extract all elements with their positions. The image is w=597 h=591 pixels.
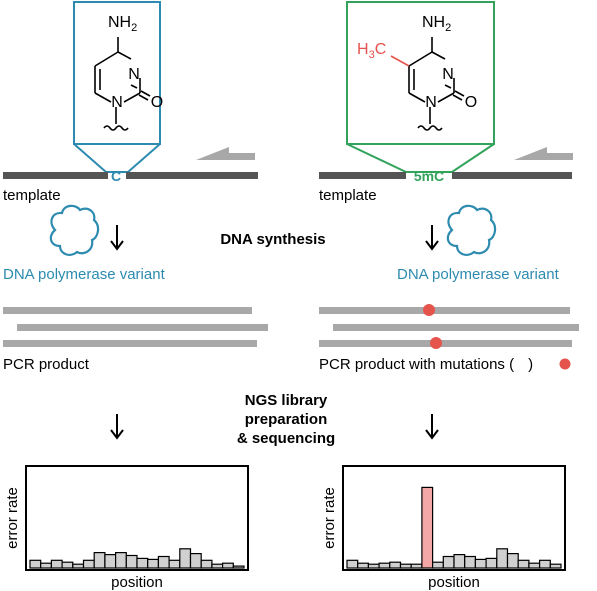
methylcytosine-structure: NH2 H3C N N O bbox=[346, 1, 495, 145]
template-strand-right bbox=[319, 172, 406, 179]
chart-xlabel-right: position bbox=[428, 574, 480, 591]
polymerase-blob-left bbox=[49, 204, 100, 256]
chart-bar-right bbox=[485, 557, 498, 569]
arrow-down-left-2 bbox=[110, 414, 124, 440]
cytosine-n1-label: N bbox=[111, 94, 123, 111]
chart-bar-right bbox=[432, 561, 444, 569]
methylcytosine-amine-label: NH2 bbox=[422, 14, 451, 34]
chart-bar-left bbox=[40, 562, 53, 569]
pcr-strand-right-3 bbox=[319, 340, 572, 347]
chart-bar-left bbox=[29, 559, 42, 569]
chart-bar-left bbox=[200, 559, 213, 569]
mutation-legend-dot bbox=[559, 358, 571, 370]
chart-bar-right bbox=[506, 552, 519, 569]
chart-bar-right bbox=[357, 562, 370, 569]
primer-arrow-left bbox=[186, 147, 255, 160]
chart-bar-left bbox=[157, 555, 170, 569]
arrow-down-left-1 bbox=[110, 225, 124, 251]
cytosine-amine-label: NH2 bbox=[108, 14, 137, 34]
chart-bar-left bbox=[93, 551, 106, 569]
chart-bar-left bbox=[222, 562, 234, 569]
cytosine-carbonyl-label: O bbox=[151, 94, 163, 111]
pcr-strand-left-3 bbox=[3, 340, 257, 347]
error-rate-chart-right: error rate position bbox=[321, 465, 566, 591]
ngs-step-line2: preparation bbox=[245, 411, 328, 428]
chart-bars-right bbox=[346, 486, 562, 569]
ngs-step-line1: NGS library bbox=[245, 392, 328, 409]
chart-bar-right bbox=[378, 562, 391, 569]
cytosine-base-label: C bbox=[111, 168, 121, 184]
chart-bar-right bbox=[442, 555, 455, 569]
mutation-dot-2 bbox=[430, 337, 442, 349]
enzyme-label-left: DNA polymerase variant bbox=[3, 266, 166, 283]
primer-arrow-right bbox=[504, 147, 573, 160]
chart-frame-left bbox=[25, 465, 249, 571]
template-strand-right-b bbox=[452, 172, 572, 179]
chart-bar-right bbox=[528, 562, 541, 569]
cytosine-box bbox=[73, 1, 161, 145]
methylcytosine-n3-label: N bbox=[442, 66, 454, 83]
methylcytosine-box bbox=[346, 1, 495, 145]
enzyme-label-right: DNA polymerase variant bbox=[397, 266, 560, 283]
chart-bars-left bbox=[29, 548, 245, 569]
chart-bar-left bbox=[82, 559, 95, 569]
pcr-strand-left-1 bbox=[3, 307, 252, 314]
pcr-strand-left-2 bbox=[17, 324, 268, 331]
chart-bar-left bbox=[104, 553, 117, 569]
cytosine-structure: NH2 N N O bbox=[73, 1, 163, 145]
arrow-down-right-1 bbox=[425, 225, 439, 251]
chart-bar-left bbox=[232, 565, 245, 569]
chart-bar-left bbox=[125, 554, 138, 569]
chart-bar-right bbox=[474, 558, 487, 569]
methylcytosine-zoom-connector bbox=[346, 143, 495, 173]
chart-bar-left bbox=[168, 559, 181, 569]
product-label-left: PCR product bbox=[3, 356, 90, 373]
chart-bar-left bbox=[136, 557, 149, 569]
chart-bar-right bbox=[496, 548, 509, 569]
product-label-right: PCR product with mutations () bbox=[319, 356, 533, 373]
chart-frame-right bbox=[342, 465, 566, 571]
dna-synthesis-label: DNA synthesis bbox=[220, 231, 325, 248]
chart-bar-left bbox=[189, 552, 202, 569]
chart-bar-left bbox=[211, 563, 224, 569]
template-strand-left-b bbox=[126, 172, 258, 179]
chart-bar-right bbox=[517, 559, 530, 569]
pcr-strand-right-2 bbox=[333, 324, 579, 331]
methylcytosine-carbonyl-label: O bbox=[465, 94, 477, 111]
chart-xlabel-left: position bbox=[111, 574, 163, 591]
polymerase-blob-right bbox=[446, 204, 497, 256]
template-label-right: template bbox=[319, 187, 377, 204]
chart-bar-left bbox=[61, 561, 74, 569]
chart-bar-right bbox=[453, 553, 466, 569]
methyl-group-label: H3C bbox=[357, 41, 386, 61]
chart-bar-right bbox=[389, 561, 402, 569]
cytosine-n3-label: N bbox=[128, 66, 140, 83]
arrow-down-right-2 bbox=[425, 414, 439, 440]
chart-bar-left bbox=[147, 558, 159, 569]
chart-bar-right bbox=[399, 563, 412, 569]
chart-bar-left bbox=[72, 563, 85, 569]
chart-bar-highlight-right bbox=[421, 486, 434, 569]
template-label-left: template bbox=[3, 187, 61, 204]
chart-bar-right bbox=[549, 563, 562, 569]
chart-bar-left bbox=[114, 551, 127, 569]
chart-bar-left bbox=[179, 548, 192, 569]
ngs-step-line3: & sequencing bbox=[237, 430, 335, 447]
chart-bar-right bbox=[464, 555, 477, 569]
methylcytosine-base-label: 5mC bbox=[414, 168, 444, 184]
pcr-strand-right-1 bbox=[319, 307, 570, 314]
chart-bar-left bbox=[50, 559, 63, 569]
mutation-dot-1 bbox=[423, 304, 435, 316]
chart-ylabel-left: error rate bbox=[4, 487, 21, 549]
chart-bar-right bbox=[346, 559, 359, 569]
error-rate-chart-left: error rate position bbox=[4, 465, 249, 591]
methylcytosine-n1-label: N bbox=[425, 94, 437, 111]
chart-bar-right bbox=[538, 559, 551, 569]
chart-bar-right bbox=[367, 563, 380, 569]
chart-bar-right bbox=[410, 563, 423, 569]
template-strand-left bbox=[3, 172, 108, 179]
cytosine-zoom-connector bbox=[73, 143, 161, 173]
chart-ylabel-right: error rate bbox=[321, 487, 338, 549]
